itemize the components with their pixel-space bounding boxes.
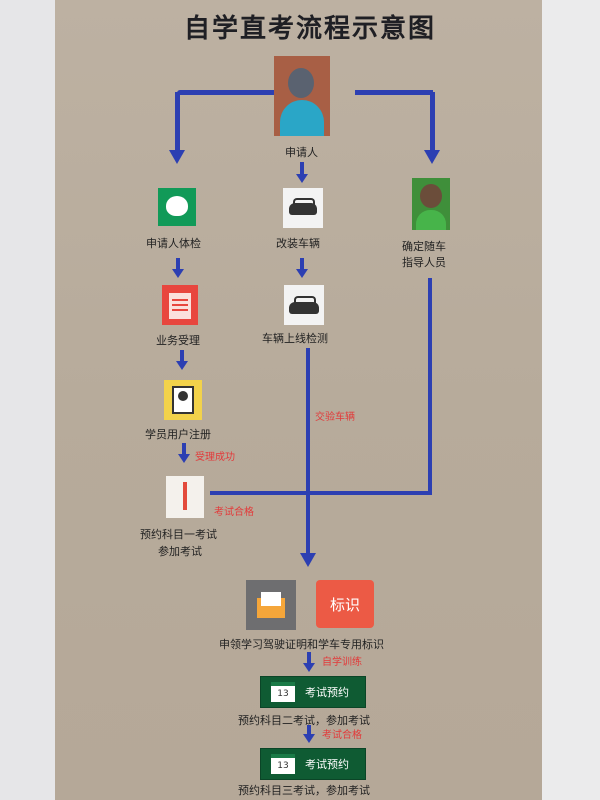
pencil-icon	[166, 476, 204, 518]
background-wall-left	[0, 0, 55, 800]
edge-label-self-training: 自学训练	[322, 657, 362, 668]
instructor-icon	[420, 184, 442, 208]
page-title: 自学直考流程示意图	[183, 14, 436, 44]
subject1-label-1: 预约科目一考试	[140, 528, 217, 541]
instructor-avatar	[412, 178, 450, 230]
clipboard-icon	[162, 285, 198, 325]
applicant-avatar	[274, 56, 330, 136]
exam-booking-button-1[interactable]: 13 考试预约	[260, 676, 366, 708]
calendar-icon: 13	[271, 754, 295, 774]
edge-label-accepted: 受理成功	[195, 452, 235, 463]
edge-label-deliver-vehicle: 交验车辆	[315, 412, 355, 423]
edge-label-passed-2: 考试合格	[322, 730, 362, 741]
business-acceptance-label: 业务受理	[156, 334, 200, 347]
background-wall-right	[535, 0, 600, 800]
modify-vehicle-label: 改装车辆	[276, 237, 320, 250]
exam-booking-label-2: 考试预约	[305, 758, 349, 771]
subject1-label-2: 参加考试	[158, 545, 202, 558]
car-inspection-icon	[284, 285, 324, 325]
student-register-label: 学员用户注册	[145, 428, 211, 441]
person-icon	[288, 68, 314, 98]
applicant-label: 申请人	[285, 146, 318, 159]
edge-label-passed-1: 考试合格	[214, 507, 254, 518]
calendar-icon: 13	[271, 682, 295, 702]
biaoshi-badge: 标识	[316, 580, 374, 628]
biaoshi-text: 标识	[329, 596, 360, 614]
subject3-label: 预约科目三考试，参加考试	[238, 784, 370, 797]
instructor-label-2: 指导人员	[402, 256, 446, 269]
exam-booking-label-1: 考试预约	[305, 686, 349, 699]
permit-label: 申领学习驾驶证明和学车专用标识	[219, 638, 384, 651]
exam-booking-button-2[interactable]: 13 考试预约	[260, 748, 366, 780]
car-wrench-icon	[283, 188, 323, 228]
health-check-label: 申请人体检	[146, 237, 201, 250]
health-check-icon	[158, 188, 196, 226]
envelope-icon	[246, 580, 296, 630]
vehicle-inspection-label: 车辆上线检测	[262, 332, 328, 345]
subject2-label: 预约科目二考试，参加考试	[238, 714, 370, 727]
id-card-icon	[164, 380, 202, 420]
instructor-label-1: 确定随车	[402, 240, 446, 253]
